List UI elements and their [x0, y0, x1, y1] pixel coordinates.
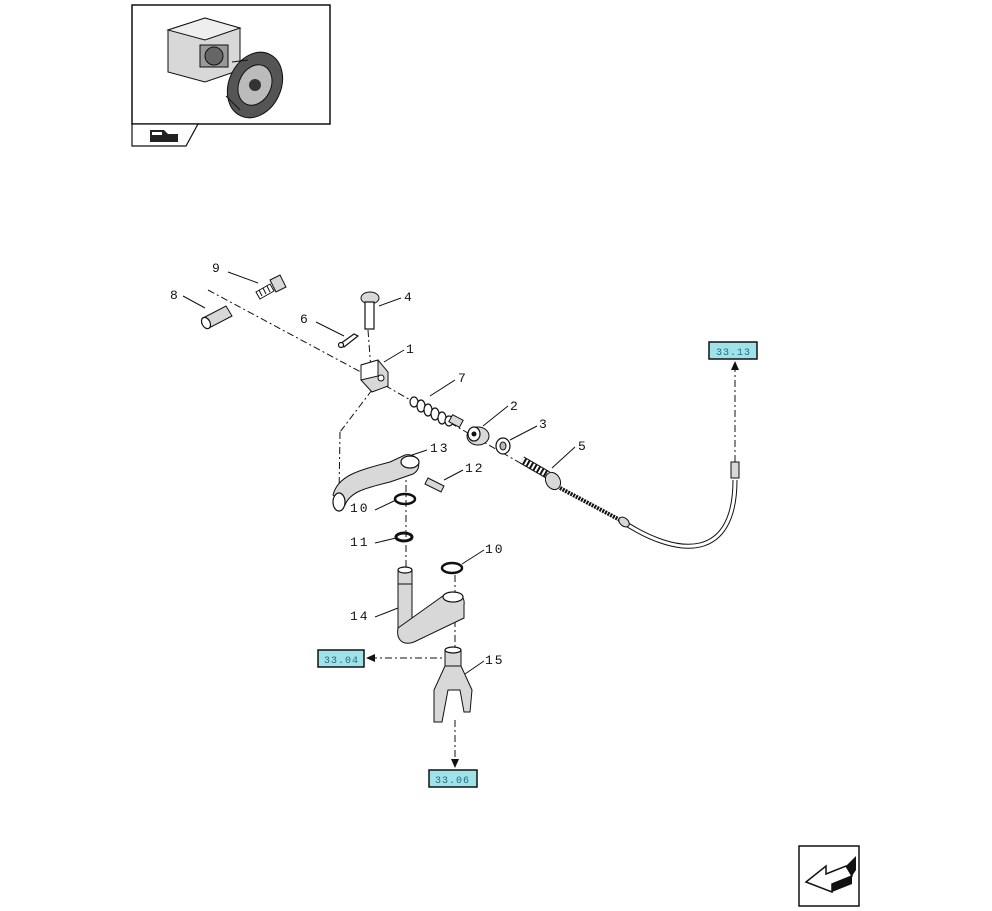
part-2-nut[interactable] — [466, 426, 490, 446]
next-page-arrow-icon — [804, 856, 856, 894]
label-3: 3 — [539, 417, 549, 432]
part-10-ring-lower[interactable] — [440, 561, 464, 575]
part-12-pin[interactable] — [424, 477, 445, 493]
label-7: 7 — [458, 371, 468, 386]
leader-lines — [182, 271, 576, 675]
part-10-ring-upper[interactable] — [393, 492, 417, 506]
part-11-circlip[interactable] — [394, 531, 414, 543]
part-number-labels: 9 8 4 6 1 7 2 3 5 13 12 10 11 10 14 15 — [170, 261, 588, 668]
part-5-bolt[interactable] — [520, 456, 564, 492]
label-10-lower: 10 — [485, 542, 505, 557]
thumbnail-tab[interactable] — [131, 123, 200, 147]
part-13-lever[interactable] — [332, 454, 420, 512]
label-11: 11 — [350, 535, 370, 550]
svg-text:33.04: 33.04 — [324, 656, 359, 667]
part-1-bracket[interactable] — [360, 359, 389, 393]
label-15: 15 — [485, 653, 505, 668]
label-9: 9 — [212, 261, 222, 276]
part-7-threaded-sleeve[interactable] — [409, 396, 464, 429]
control-cable[interactable] — [559, 461, 740, 549]
part-4-clevis-pin[interactable] — [360, 291, 380, 330]
label-2: 2 — [510, 399, 520, 414]
label-14: 14 — [350, 609, 370, 624]
arrow-up-to-ref — [731, 361, 739, 370]
svg-text:33.13: 33.13 — [716, 348, 751, 359]
reference-box-top-right[interactable]: 33.13 — [708, 341, 758, 360]
part-14-shaft-arm[interactable] — [397, 566, 465, 644]
label-10-upper: 10 — [350, 501, 370, 516]
part-9-bolt[interactable] — [255, 274, 287, 300]
arrow-down-to-ref — [451, 759, 459, 768]
label-5: 5 — [578, 439, 588, 454]
label-13: 13 — [430, 441, 450, 456]
arrow-left-to-ref — [366, 654, 375, 662]
next-page-button[interactable] — [798, 845, 860, 907]
label-1: 1 — [406, 342, 416, 357]
pointing-hand-icon — [150, 130, 178, 142]
label-12: 12 — [465, 461, 485, 476]
svg-text:33.06: 33.06 — [435, 776, 470, 787]
part-3-washer[interactable] — [495, 437, 511, 455]
assembly-thumbnail[interactable] — [131, 4, 331, 127]
reference-box-left[interactable]: 33.04 — [317, 649, 365, 668]
label-6: 6 — [300, 312, 310, 327]
label-8: 8 — [170, 288, 180, 303]
reference-box-bottom[interactable]: 33.06 — [428, 769, 478, 788]
label-4: 4 — [404, 290, 414, 305]
part-8-plug[interactable] — [200, 305, 233, 330]
part-15-shift-fork[interactable] — [433, 646, 473, 723]
part-6-cotter-pin[interactable] — [337, 333, 360, 349]
